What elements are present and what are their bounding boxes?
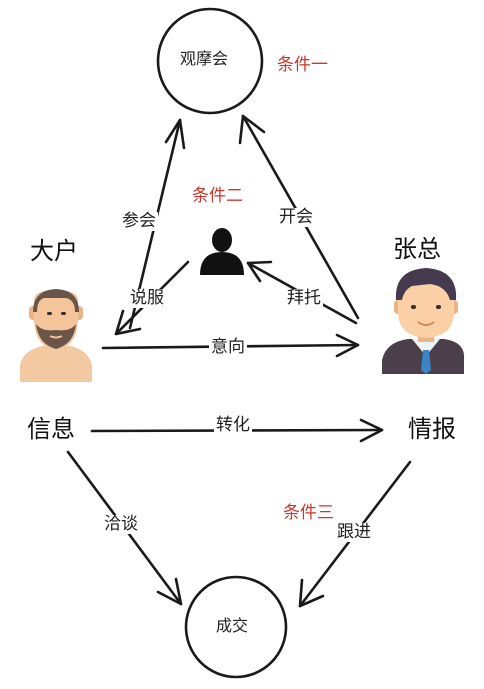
edge-intent-arrowhead — [335, 333, 360, 358]
node-intel-label: 情报 — [408, 415, 456, 443]
edge-negotiate-arrowhead — [156, 577, 183, 606]
bearded-man-icon — [20, 289, 92, 382]
edge-host-label: 开会 — [277, 207, 315, 227]
edge-transform-label: 转化 — [214, 415, 252, 435]
edge-follow-up-arrowhead — [298, 578, 325, 608]
visit-circle — [156, 7, 264, 115]
node-big-client-label: 大户 — [30, 237, 78, 265]
edge-persuade-label: 说服 — [128, 288, 166, 308]
node-info-label: 信息 — [27, 415, 75, 443]
node-deal-label: 成交 — [216, 616, 249, 635]
condition-one-label: 条件一 — [277, 55, 328, 75]
edge-intent-label: 意向 — [209, 337, 247, 357]
edge-entrust-arrowhead — [246, 260, 273, 283]
node-visit-label: 观摩会 — [180, 49, 229, 68]
edge-attend-label: 参会 — [120, 211, 158, 231]
condition-three-label: 条件三 — [283, 503, 334, 523]
edge-entrust-label: 拜托 — [285, 288, 323, 308]
deal-circle — [184, 575, 288, 679]
person-icon — [200, 228, 244, 275]
condition-two-label: 条件二 — [192, 186, 243, 206]
edge-attend-arrowhead — [164, 118, 186, 150]
edge-negotiate-label: 洽谈 — [102, 514, 140, 534]
edge-persuade-arrowhead — [114, 309, 142, 336]
edge-host-arrowhead — [238, 114, 266, 145]
edge-follow-up-label: 跟进 — [335, 522, 373, 542]
edge-transform-arrowhead — [359, 418, 384, 443]
node-boss-label: 张总 — [393, 235, 441, 263]
businessman-icon — [382, 268, 465, 374]
